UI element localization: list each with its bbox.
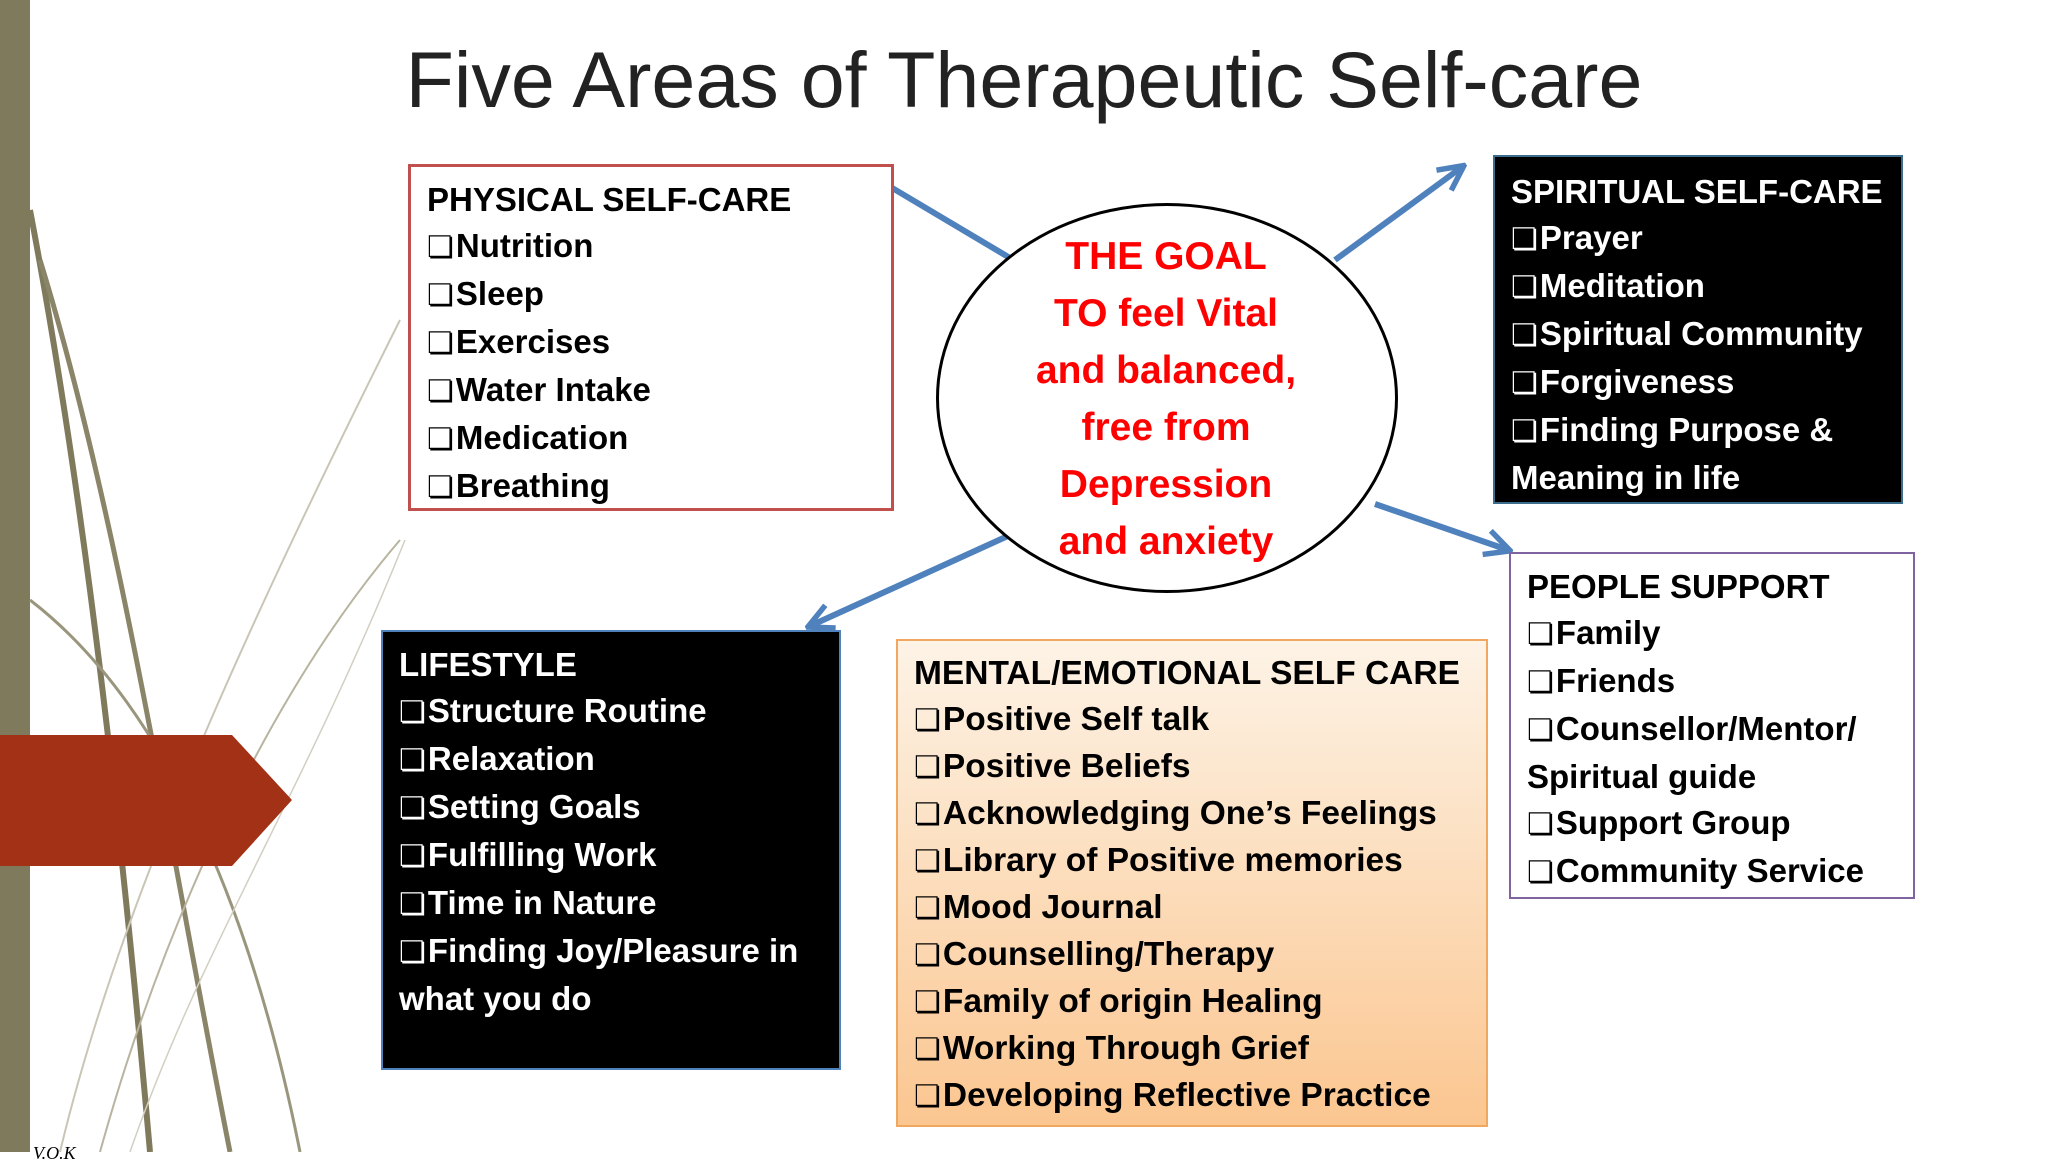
arrow-to-people xyxy=(1374,501,1508,550)
physical-item: Nutrition xyxy=(427,223,875,271)
goal-line: and anxiety xyxy=(1058,520,1274,563)
lifestyle-item: Setting Goals xyxy=(399,784,823,832)
mental-emotional-box: MENTAL/EMOTIONAL SELF CARE Positive Self… xyxy=(896,639,1488,1127)
people-heading: PEOPLE SUPPORT xyxy=(1527,568,1830,605)
people-item: Community Service xyxy=(1527,848,1897,896)
spiritual-item: Finding Purpose & xyxy=(1511,407,1885,455)
lifestyle-box: LIFESTYLE Structure Routine Relaxation S… xyxy=(381,630,841,1070)
footer-initials: V.O.K xyxy=(33,1143,76,1163)
goal-line: THE GOAL xyxy=(1065,235,1267,278)
slide-title: Five Areas of Therapeutic Self-care xyxy=(405,35,1643,124)
spiritual-item: Forgiveness xyxy=(1511,359,1885,407)
goal-text: THE GOAL TO feel Vital and balanced, fre… xyxy=(940,228,1392,570)
people-item: Support Group xyxy=(1527,800,1897,848)
mental-item: Developing Reflective Practice xyxy=(914,1073,1470,1120)
mental-item: Acknowledging One’s Feelings xyxy=(914,791,1470,838)
people-item: Family xyxy=(1527,610,1897,658)
decor-curve xyxy=(27,209,153,1152)
goal-line: and balanced, xyxy=(1035,349,1297,392)
mental-item: Counselling/Therapy xyxy=(914,932,1470,979)
decor-curve xyxy=(29,598,302,1152)
mental-item: Positive Beliefs xyxy=(914,744,1470,791)
decor-curve xyxy=(129,539,406,1152)
spiritual-heading: SPIRITUAL SELF-CARE xyxy=(1511,173,1883,210)
goal-ellipse xyxy=(936,203,1398,593)
decor-curve xyxy=(37,259,233,1152)
lifestyle-item: Relaxation xyxy=(399,736,823,784)
lifestyle-heading: LIFESTYLE xyxy=(399,646,577,683)
left-accent-bar xyxy=(0,0,30,1152)
people-item-continued: Spiritual guide xyxy=(1527,758,1757,795)
goal-line: Depression xyxy=(1059,463,1273,506)
goal-line: TO feel Vital xyxy=(1054,292,1278,335)
people-item: Friends xyxy=(1527,658,1897,706)
lifestyle-item: Fulfilling Work xyxy=(399,832,823,880)
physical-heading: PHYSICAL SELF-CARE xyxy=(427,181,792,218)
arrow-to-spiritual xyxy=(1333,167,1462,263)
lifestyle-item-continued: what you do xyxy=(399,980,592,1017)
physical-item: Medication xyxy=(427,415,875,463)
physical-self-care-box: PHYSICAL SELF-CARE Nutrition Sleep Exerc… xyxy=(408,164,894,511)
physical-item: Exercises xyxy=(427,319,875,367)
physical-item: Breathing xyxy=(427,463,875,511)
spiritual-item: Prayer xyxy=(1511,215,1885,263)
mental-heading: MENTAL/EMOTIONAL SELF CARE xyxy=(914,655,1460,692)
arrow-to-lifestyle xyxy=(810,532,1012,626)
mental-item: Mood Journal xyxy=(914,885,1470,932)
lifestyle-item: Structure Routine xyxy=(399,688,823,736)
physical-item: Water Intake xyxy=(427,367,875,415)
mental-item: Positive Self talk xyxy=(914,697,1470,744)
goal-line: free from xyxy=(1081,406,1251,449)
people-item: Counsellor/Mentor/ xyxy=(1527,706,1897,754)
spiritual-self-care-box: SPIRITUAL SELF-CARE Prayer Meditation Sp… xyxy=(1493,155,1903,504)
mental-item: Family of origin Healing xyxy=(914,979,1470,1026)
chevron-shape xyxy=(0,735,292,866)
mental-item: Library of Positive memories xyxy=(914,838,1470,885)
mental-item: Working Through Grief xyxy=(914,1026,1470,1073)
spiritual-item: Spiritual Community xyxy=(1511,311,1885,359)
lifestyle-item: Finding Joy/Pleasure in xyxy=(399,928,823,976)
spiritual-item-continued: Meaning in life xyxy=(1511,459,1741,496)
lifestyle-item: Time in Nature xyxy=(399,880,823,928)
spiritual-item: Meditation xyxy=(1511,263,1885,311)
people-support-box: PEOPLE SUPPORT Family Friends Counsellor… xyxy=(1509,552,1915,899)
physical-item: Sleep xyxy=(427,271,875,319)
